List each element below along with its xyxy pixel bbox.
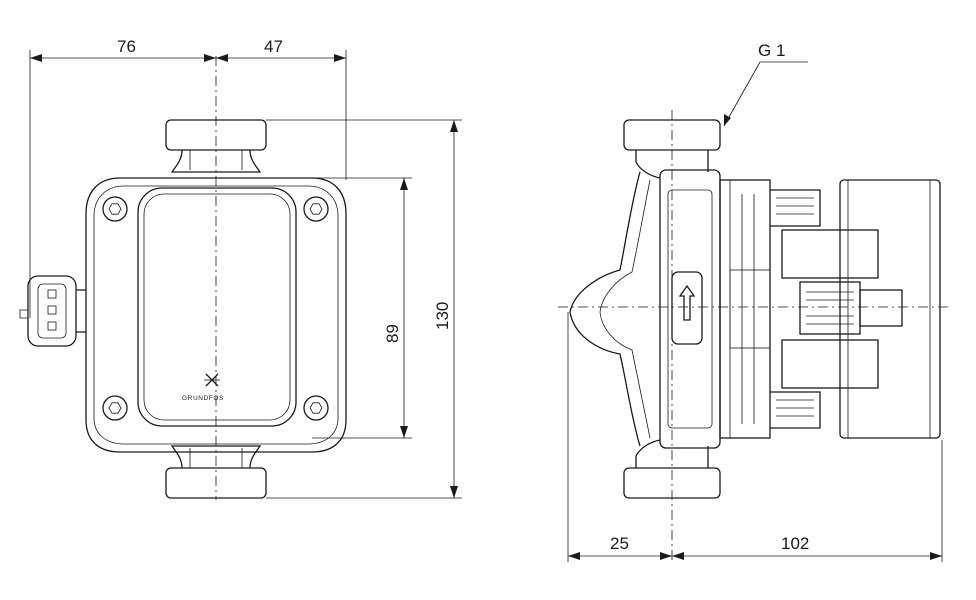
flow-direction-arrow-icon: [671, 271, 703, 345]
front-dimensions: 76 47 89 130: [29, 37, 462, 499]
dimension-overall-height: 130: [433, 302, 452, 330]
side-control-box: [839, 179, 941, 439]
side-connector: [799, 281, 903, 335]
dimension-width-left: 76: [117, 37, 136, 56]
brand-logo-text: GRUNDFOS: [182, 395, 224, 402]
pump-volute: [569, 171, 641, 447]
side-dimensions: 25 102: [567, 312, 943, 562]
side-view: G 1: [558, 41, 952, 560]
dimension-body-height: 89: [383, 324, 402, 343]
dimension-width-right: 47: [264, 37, 283, 56]
control-panel-face: [137, 187, 297, 427]
screw-icon: [303, 196, 329, 222]
connector-plug: [19, 275, 86, 347]
grundfos-logo-icon: [204, 373, 220, 387]
screw-icon: [102, 196, 128, 222]
dimension-depth-left: 25: [610, 534, 629, 553]
screw-icon: [303, 395, 329, 421]
thread-callout: G 1: [758, 41, 785, 60]
front-housing-outline: [85, 177, 347, 453]
motor-fins: [770, 189, 879, 429]
corner-screws: [102, 196, 329, 421]
front-view: GRUNDFOS: [19, 56, 347, 500]
screw-icon: [102, 395, 128, 421]
dimension-depth-right: 102: [781, 534, 809, 553]
